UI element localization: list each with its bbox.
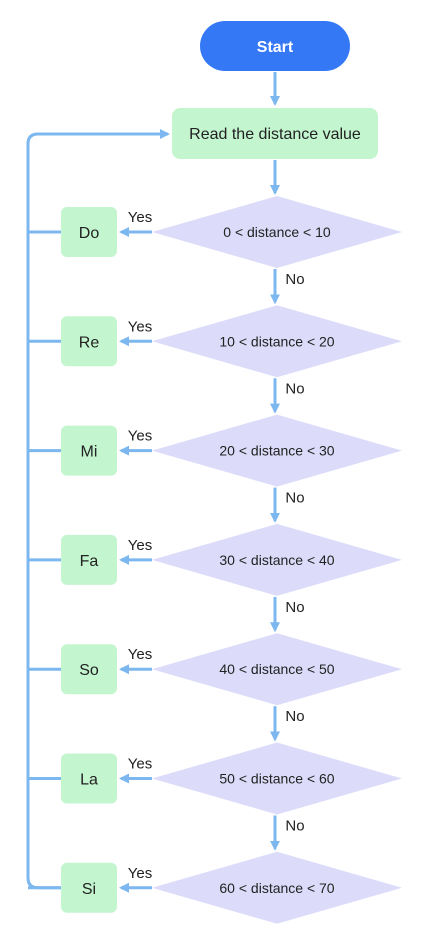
decision-condition: 10 < distance < 20 bbox=[219, 333, 334, 349]
yes-label: Yes bbox=[128, 209, 152, 226]
decision-condition: 50 < distance < 60 bbox=[219, 771, 334, 787]
connector-layer bbox=[26, 72, 280, 893]
decision-diamond bbox=[152, 851, 402, 924]
note-box bbox=[61, 753, 117, 804]
decision-diamond bbox=[152, 305, 402, 378]
read-distance-node: Read the distance value bbox=[172, 108, 378, 159]
yes-label: Yes bbox=[128, 318, 152, 335]
yes-label: Yes bbox=[128, 646, 152, 663]
note-box bbox=[61, 425, 117, 476]
yes-label: Yes bbox=[128, 428, 152, 445]
note-box bbox=[61, 862, 117, 913]
yes-label: Yes bbox=[128, 537, 152, 554]
no-label: No bbox=[285, 708, 304, 725]
decision-layer: 0 < distance < 10 10 < distance < 20 20 < … bbox=[152, 196, 402, 924]
note-label: Do bbox=[79, 225, 100, 242]
no-label: No bbox=[285, 271, 304, 288]
note-box bbox=[61, 534, 117, 585]
decision-condition: 20 < distance < 30 bbox=[219, 443, 334, 459]
decision-condition: 60 < distance < 70 bbox=[219, 880, 334, 896]
decision-diamond bbox=[152, 414, 402, 487]
note-label: Si bbox=[82, 881, 96, 898]
start-node: Start bbox=[200, 21, 350, 71]
note-box bbox=[61, 316, 117, 367]
decision-diamond bbox=[152, 523, 402, 596]
note-box bbox=[61, 644, 117, 695]
decision-condition: 40 < distance < 50 bbox=[219, 661, 334, 677]
start-label: Start bbox=[257, 39, 294, 56]
note-box bbox=[61, 207, 117, 257]
no-label: No bbox=[285, 490, 304, 507]
read-distance-label: Read the distance value bbox=[189, 126, 361, 143]
yes-label: Yes bbox=[128, 865, 152, 882]
decision-diamond bbox=[152, 742, 402, 815]
start-terminal bbox=[200, 21, 350, 71]
decision-diamond bbox=[152, 196, 402, 268]
no-label: No bbox=[285, 380, 304, 397]
decision-condition: 30 < distance < 40 bbox=[219, 552, 334, 568]
note-label: So bbox=[79, 662, 99, 679]
note-label: Fa bbox=[80, 553, 99, 570]
no-label: No bbox=[285, 599, 304, 616]
yes-label: Yes bbox=[128, 756, 152, 773]
decision-condition: 0 < distance < 10 bbox=[223, 224, 331, 240]
decision-diamond bbox=[152, 633, 402, 706]
no-label: No bbox=[285, 818, 304, 835]
note-label: Mi bbox=[81, 444, 98, 461]
note-label: Re bbox=[79, 334, 100, 351]
note-label: La bbox=[80, 772, 98, 789]
read-distance-process bbox=[172, 108, 378, 159]
